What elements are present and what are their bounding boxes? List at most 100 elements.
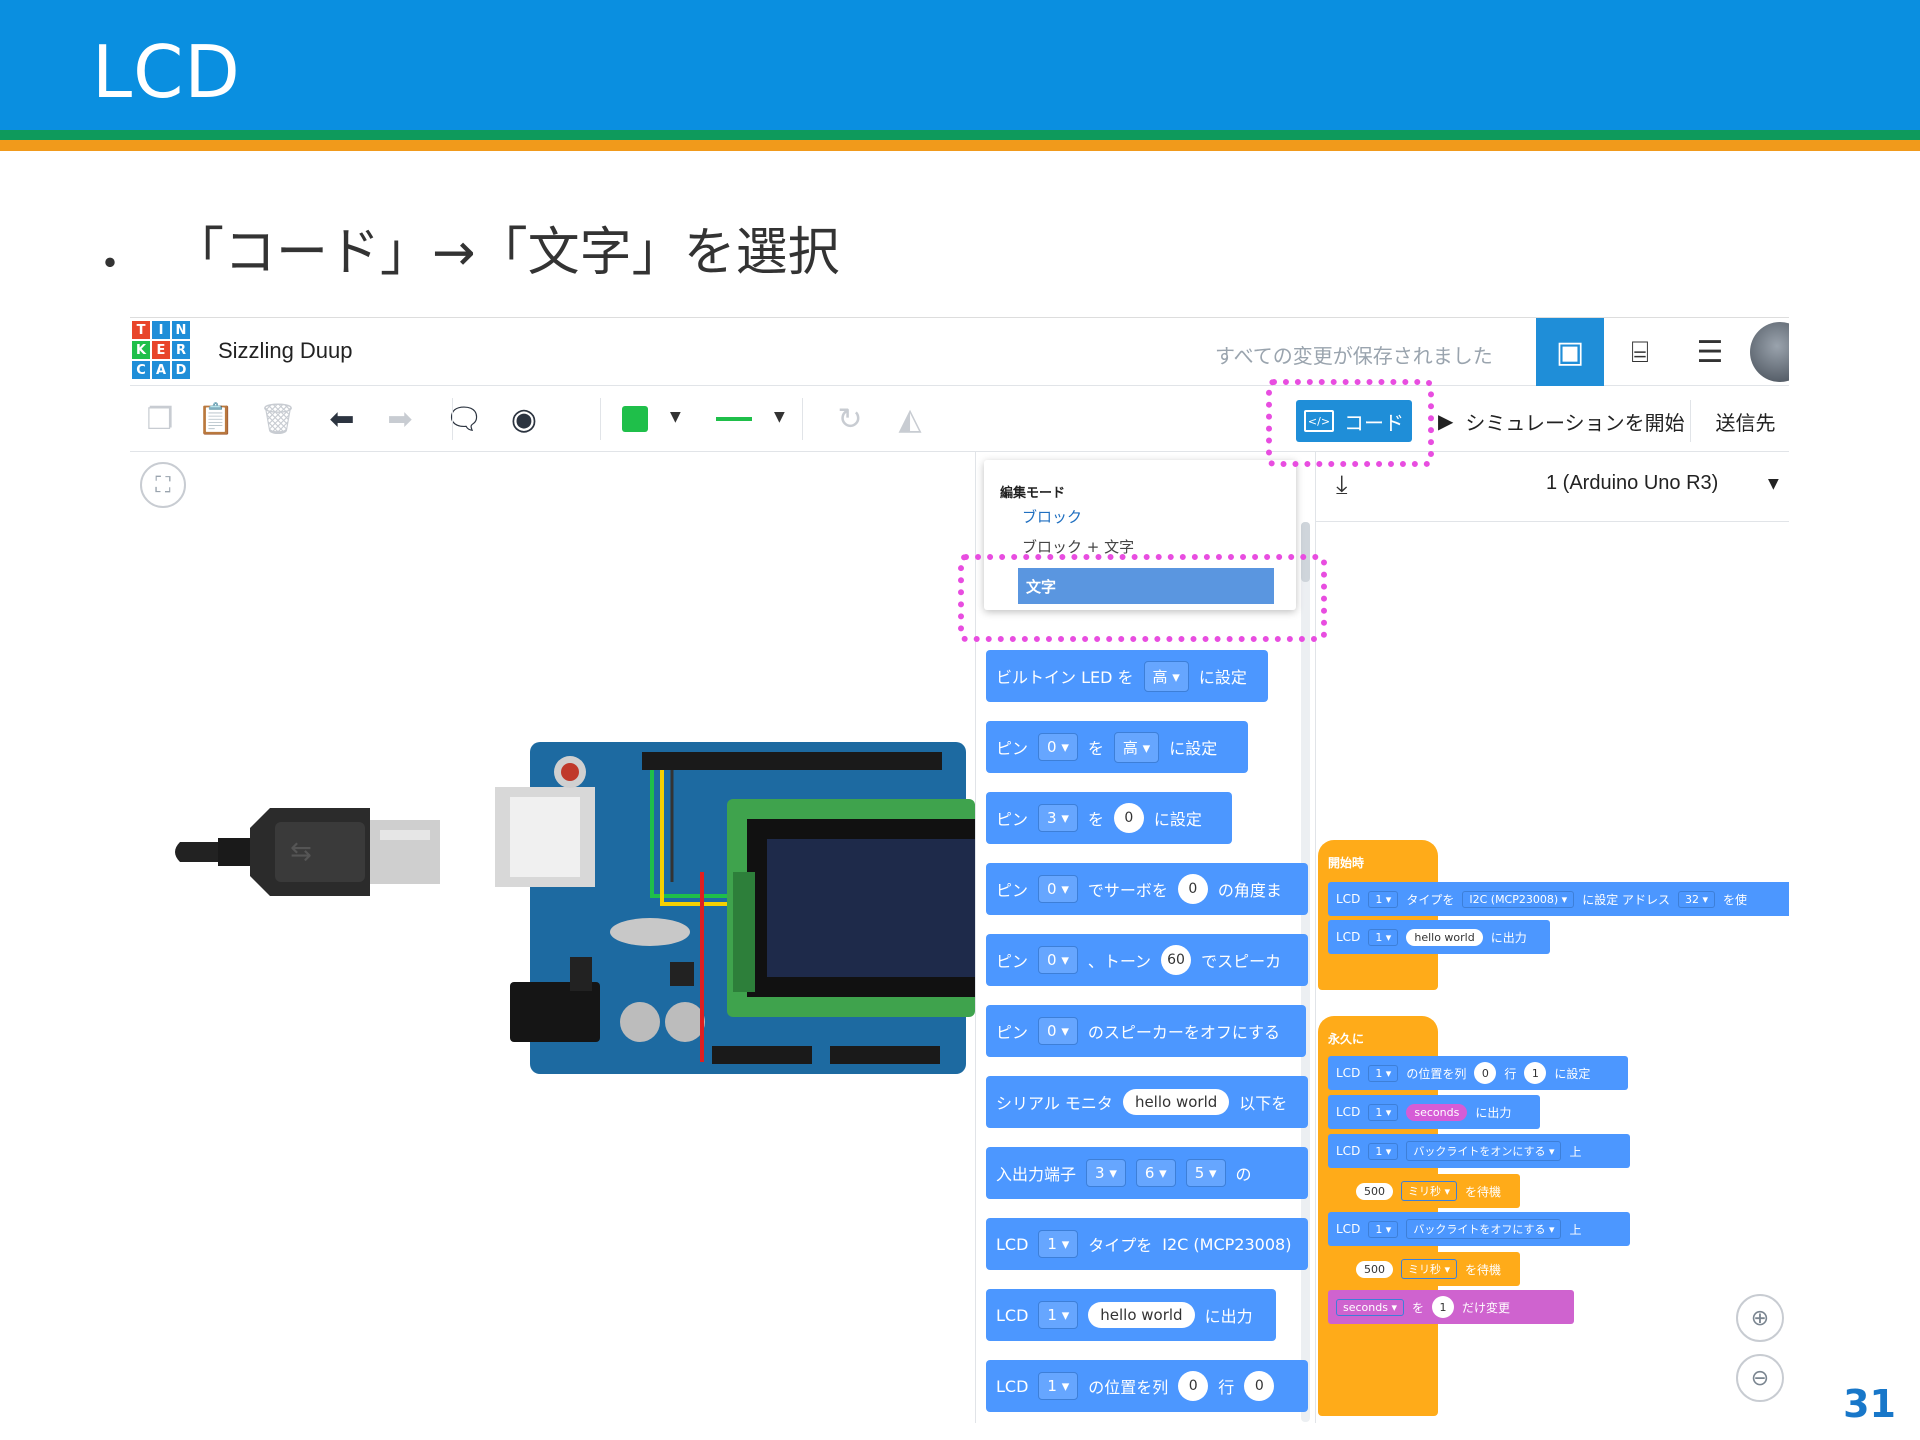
wire-style-swatch[interactable] [716, 417, 752, 421]
download-icon[interactable]: ⤓ [1336, 470, 1348, 500]
block-dropdown[interactable]: 1 ▾ [1368, 1220, 1399, 1238]
start-simulation-button[interactable]: ▶ シミュレーションを開始 [1438, 400, 1685, 442]
block-text-input[interactable]: hello world [1406, 928, 1483, 946]
user-avatar[interactable] [1750, 322, 1789, 382]
annotation-icon[interactable]: ◉ [510, 401, 538, 437]
notes-icon[interactable]: 🗨 [444, 401, 484, 437]
circuit-canvas[interactable]: ⛶ ⇆ [130, 452, 975, 1423]
block-text: を待機 [1465, 1184, 1502, 1199]
schematic-view-icon[interactable]: ⌸ [1631, 334, 1649, 370]
block-number-input[interactable]: 60 [1161, 945, 1192, 975]
block-dropdown[interactable]: 0 ▾ [1038, 946, 1078, 974]
block-text-input[interactable]: 500 [1356, 1260, 1393, 1278]
block-dropdown[interactable]: 高 ▾ [1143, 660, 1189, 692]
send-to-button[interactable]: 送信先 [1690, 400, 1789, 442]
block-dropdown[interactable]: I2C (MCP23008) ▾ [1462, 890, 1575, 908]
block-dropdown[interactable]: 5 ▾ [1185, 1159, 1226, 1187]
block-dropdown[interactable]: 6 ▾ [1135, 1159, 1176, 1187]
block-dropdown[interactable]: 3 ▾ [1038, 804, 1078, 832]
block-dropdown[interactable]: 高 ▾ [1113, 731, 1160, 763]
zoom-out-icon[interactable]: ⊖ [1736, 1354, 1784, 1402]
block-dropdown[interactable]: 0 ▾ [1038, 733, 1078, 761]
project-name[interactable]: Sizzling Duup [218, 338, 353, 363]
delete-icon[interactable]: 🗑 [258, 401, 298, 437]
block-number-input[interactable]: 1 [1524, 1062, 1547, 1084]
block-text: ピン [996, 952, 1029, 971]
palette-block[interactable]: ビルトイン LED を高 ▾に設定 [986, 650, 1268, 702]
edit-mode-heading: 編集モード [1000, 486, 1066, 501]
palette-scroll-thumb[interactable] [1301, 522, 1310, 582]
block-dropdown[interactable]: 1 ▾ [1368, 1064, 1399, 1082]
block-dropdown[interactable]: 1 ▾ [1038, 1230, 1079, 1258]
block-text-input[interactable]: hello world [1122, 1089, 1230, 1115]
block-number-input[interactable]: 0 [1177, 874, 1208, 904]
block-text-input[interactable]: hello world [1088, 1302, 1195, 1328]
block-dropdown[interactable]: バックライトをオフにする ▾ [1406, 1219, 1562, 1239]
copy-icon[interactable]: ❐ [146, 401, 174, 437]
workspace-block[interactable]: 500 ミリ秒 ▾ を待機 [1348, 1174, 1520, 1208]
block-dropdown[interactable]: 1 ▾ [1038, 1301, 1079, 1329]
block-dropdown[interactable]: 1 ▾ [1038, 1372, 1079, 1400]
block-dropdown[interactable]: 1 ▾ [1368, 928, 1399, 946]
block-number-input[interactable]: 0 [1113, 803, 1144, 833]
fit-view-icon[interactable]: ⛶ [140, 462, 186, 508]
color-swatch[interactable] [622, 406, 648, 432]
block-dropdown[interactable]: ミリ秒 ▾ [1401, 1259, 1458, 1279]
edit-mode-option-blocks-text[interactable]: ブロック + 文字 [1022, 538, 1135, 556]
block-variable[interactable]: seconds [1406, 1103, 1468, 1121]
edit-mode-option-blocks[interactable]: ブロック [1022, 508, 1083, 526]
block-text: に設定 [1198, 668, 1247, 687]
usb-cable[interactable]: ⇆ [175, 808, 440, 896]
block-text-input[interactable]: 500 [1356, 1182, 1393, 1200]
edit-mode-option-text[interactable]: 文字 [1018, 568, 1274, 604]
undo-icon[interactable]: ⬅ [329, 401, 355, 437]
redo-icon[interactable]: ➡ [387, 401, 413, 437]
block-dropdown[interactable]: バックライトをオンにする ▾ [1406, 1141, 1562, 1161]
paste-icon[interactable]: 📋 [197, 401, 235, 437]
rotate-icon[interactable]: ↻ [837, 401, 863, 437]
block-number-input[interactable]: 0 [1178, 1371, 1209, 1401]
block-number-input[interactable]: 1 [1432, 1296, 1454, 1318]
wire-style-caret-icon[interactable]: ▼ [774, 409, 785, 425]
block-dropdown[interactable]: 32 ▾ [1678, 890, 1716, 908]
block-dropdown[interactable]: 3 ▾ [1086, 1159, 1126, 1187]
block-number-input[interactable]: 0 [1244, 1371, 1275, 1401]
code-button[interactable]: </> コード [1296, 400, 1412, 442]
device-selector[interactable]: 1 (Arduino Uno R3) [1546, 472, 1719, 494]
device-selector-caret-icon[interactable]: ▼ [1768, 476, 1779, 492]
mirror-icon[interactable]: ◭ [898, 401, 922, 437]
color-caret-icon[interactable]: ▼ [670, 409, 681, 425]
block-dropdown[interactable]: ミリ秒 ▾ [1401, 1181, 1458, 1201]
block-number-input[interactable]: 0 [1474, 1062, 1497, 1084]
block-dropdown[interactable]: 1 ▾ [1368, 1142, 1399, 1160]
lcd-module[interactable] [727, 799, 975, 1017]
block-dropdown[interactable]: 0 ▾ [1038, 1017, 1078, 1045]
block-dropdown[interactable]: 1 ▾ [1368, 1103, 1399, 1121]
circuit-view-icon[interactable]: ▣ [1536, 318, 1604, 386]
block-dropdown[interactable]: 0 ▾ [1038, 875, 1078, 903]
component-list-icon[interactable]: ☰ [1696, 334, 1724, 370]
zoom-in-icon[interactable]: ⊕ [1736, 1294, 1784, 1342]
block-dropdown[interactable]: 1 ▾ [1368, 890, 1399, 908]
block-dropdown[interactable]: seconds ▾ [1336, 1298, 1404, 1316]
